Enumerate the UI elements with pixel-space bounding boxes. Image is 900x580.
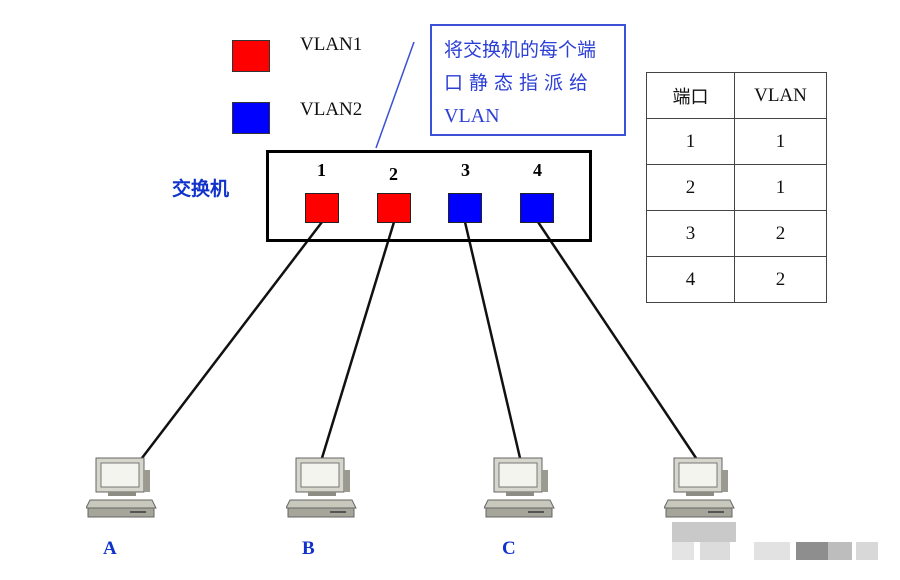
link-port1-pc-a xyxy=(141,221,323,459)
table-header-port: 端口 xyxy=(646,72,735,119)
table-row: 4 2 xyxy=(646,256,827,303)
link-port3-pc-c xyxy=(463,221,522,459)
table-cell-port: 1 xyxy=(646,118,735,165)
callout-box: 将交换机的每个端 口静态指派给 VLAN xyxy=(430,24,626,136)
port-vlan-table: 端口 VLAN 1 1 2 1 3 2 4 2 xyxy=(646,72,827,303)
port-2 xyxy=(377,193,411,223)
table-cell-port: 2 xyxy=(646,164,735,211)
table-row: 3 2 xyxy=(646,210,827,257)
computer-icon xyxy=(664,457,735,518)
computer-label-b: B xyxy=(302,538,315,559)
table-row: 2 1 xyxy=(646,164,827,211)
callout-line-3: VLAN xyxy=(444,105,500,127)
computer-label-c: C xyxy=(502,538,516,559)
computer-icon xyxy=(484,457,555,518)
port-1 xyxy=(305,193,339,223)
table-header-row: 端口 VLAN xyxy=(646,72,827,119)
table-header-vlan: VLAN xyxy=(734,72,827,119)
switch xyxy=(266,150,592,242)
port-3 xyxy=(448,193,482,223)
computer-label-a: A xyxy=(103,538,117,559)
legend-label-vlan1: VLAN1 xyxy=(300,34,363,55)
table-row: 1 1 xyxy=(646,118,827,165)
table-cell-port: 4 xyxy=(646,256,735,303)
port-number-3: 3 xyxy=(461,160,470,180)
computer-icon xyxy=(86,457,157,518)
port-number-4: 4 xyxy=(533,160,542,180)
table-cell-vlan: 2 xyxy=(734,210,827,257)
port-number-1: 1 xyxy=(317,160,326,180)
link-port2-pc-b xyxy=(320,221,396,459)
table-cell-port: 3 xyxy=(646,210,735,257)
watermark xyxy=(672,522,878,560)
link-port4-pc-d xyxy=(536,221,698,459)
callout-pointer xyxy=(375,41,415,149)
port-number-2: 2 xyxy=(389,164,398,184)
callout-line-1: 将交换机的每个端 xyxy=(444,39,597,61)
computer-icon xyxy=(286,457,357,518)
switch-label: 交换机 xyxy=(172,178,230,200)
table-cell-vlan: 1 xyxy=(734,164,827,211)
legend-label-vlan2: VLAN2 xyxy=(300,99,363,120)
legend-swatch-vlan2 xyxy=(232,102,270,134)
callout-line-2: 口静态指派给 xyxy=(444,72,595,94)
port-4 xyxy=(520,193,554,223)
table-cell-vlan: 2 xyxy=(734,256,827,303)
legend-swatch-vlan1 xyxy=(232,40,270,72)
table-cell-vlan: 1 xyxy=(734,118,827,165)
